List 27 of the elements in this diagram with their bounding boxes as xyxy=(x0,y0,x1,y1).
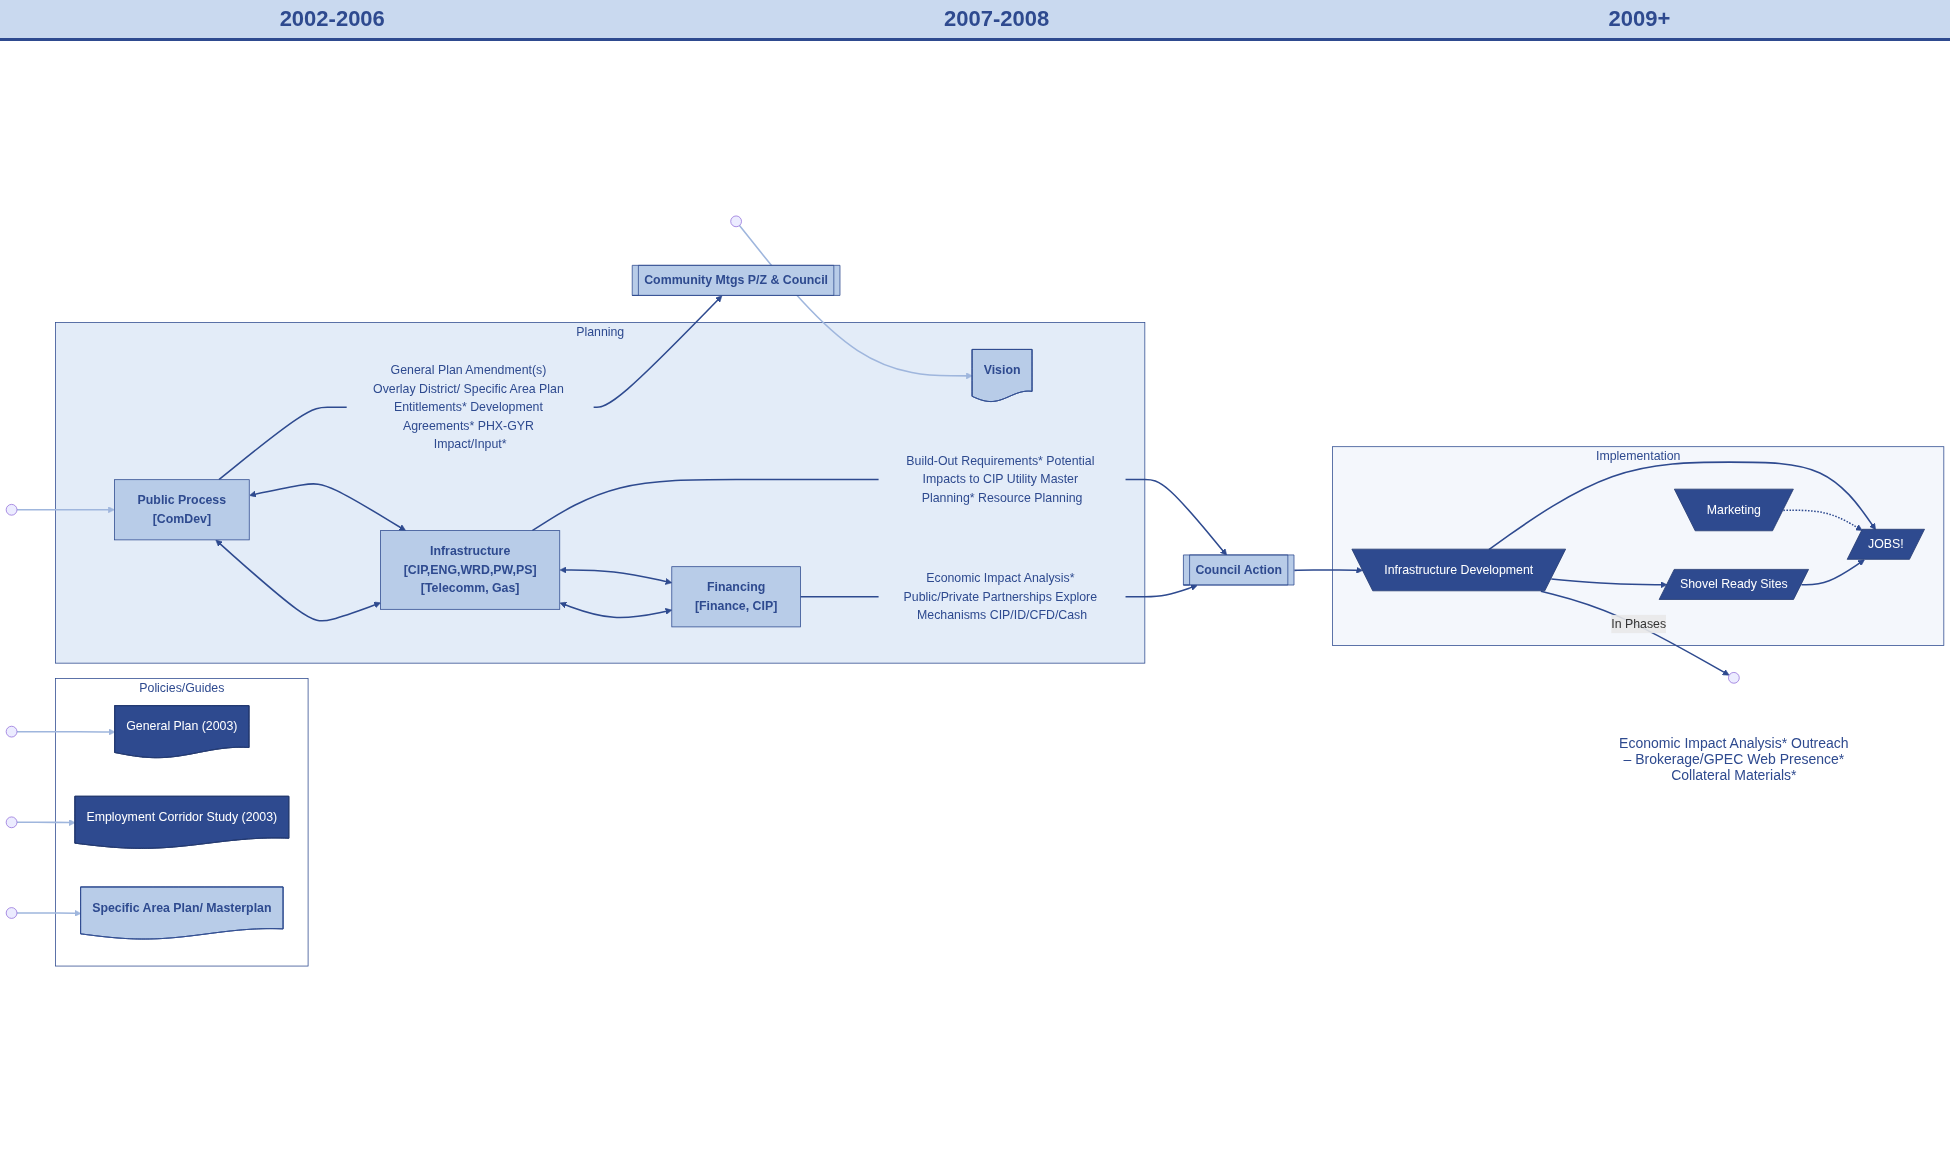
arrow xyxy=(16,819,76,826)
arrow xyxy=(16,728,116,736)
arrow xyxy=(1782,509,1863,531)
arrow xyxy=(1800,559,1865,586)
phase-label: 2002-2006 xyxy=(279,6,385,32)
phase-label: 2009+ xyxy=(1608,6,1671,32)
phase-label: 2007-2008 xyxy=(944,6,1050,32)
edge-label: In Phases xyxy=(1611,617,1667,631)
arrow xyxy=(1124,478,1227,556)
arrow xyxy=(559,601,673,619)
node-text: Build-Out Requirements* Potential Impacts to CIP Utility Master Planning* Resource Planning xyxy=(906,454,1095,505)
node-box: Public Process [ComDev] xyxy=(114,479,250,541)
arrow xyxy=(559,566,673,585)
arrow xyxy=(1124,584,1198,598)
arrow xyxy=(592,295,723,409)
note-text: Economic Impact Analysis* Outreach – Brokerage/GPEC Web Presence* Collateral Materials* xyxy=(1618,735,1850,784)
arrow xyxy=(249,483,406,531)
arrow xyxy=(16,506,115,514)
arrow xyxy=(215,539,381,622)
arrow xyxy=(1293,566,1363,574)
node-box: Financing [Finance, CIP] xyxy=(671,566,801,628)
arrow xyxy=(1550,578,1668,589)
node-text: Economic Impact Analysis* Public/Private Partnerships Explore Mechanisms CIP/ID/CFD/Cash xyxy=(903,571,1098,622)
arrow xyxy=(16,909,82,917)
arrow xyxy=(1488,461,1876,551)
node-box: Infrastructure [CIP,ENG,WRD,PW,PS] [Telecomm, Gas] xyxy=(380,530,561,610)
node-text: General Plan Amendment(s) Overlay District/ Specific Area Plan Entitlements* Development Agreements* PHX-GYR Impact/Input* xyxy=(373,363,564,451)
